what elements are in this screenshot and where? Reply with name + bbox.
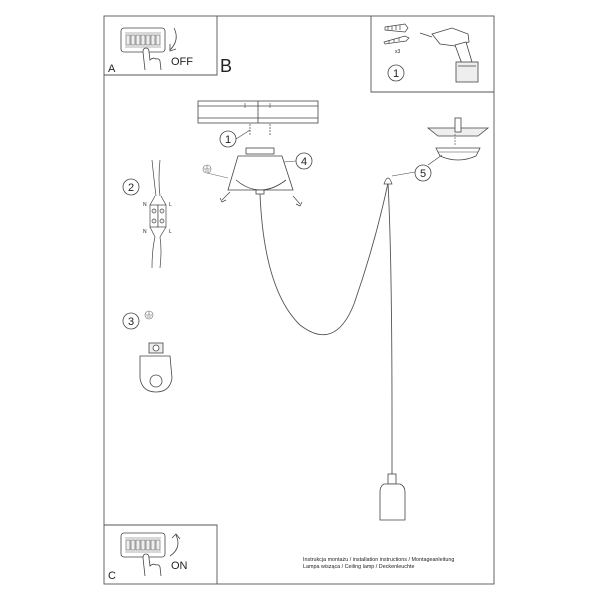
switch-off-arrow-icon <box>169 27 177 51</box>
panel-off-label: A <box>108 63 116 75</box>
step-3-number: 3 <box>128 316 134 328</box>
panel-main-label: B <box>220 56 232 76</box>
lamp-shade <box>379 473 406 521</box>
pendant-cable <box>259 182 389 336</box>
drill-icon <box>419 27 479 83</box>
step-5-callout: 5 <box>391 154 443 182</box>
earth-symbol-icon <box>202 164 229 179</box>
drop-cable <box>387 182 393 474</box>
ceiling-mounting-bracket <box>197 100 319 124</box>
panel-off-border <box>104 16 218 76</box>
step-1-callout: 1 <box>219 129 251 148</box>
terminal-block <box>149 159 167 269</box>
panel-on: C ON <box>104 524 218 584</box>
tools-panel: x3 1 <box>370 16 494 93</box>
canopy <box>227 147 294 195</box>
terminal-n-top: N <box>143 202 147 208</box>
mounting-screws <box>249 124 271 136</box>
tools-panel-border <box>370 16 494 93</box>
terminal-l-bottom: L <box>169 229 172 235</box>
step-1-number: 1 <box>225 134 231 146</box>
sheet-frame <box>103 15 495 585</box>
step-4-callout: 4 <box>283 152 313 170</box>
footer-line-instructions: Instrukcja montażu / installation instru… <box>303 557 455 563</box>
footer-caption: Instrukcja montażu / installation instru… <box>303 557 493 571</box>
screw-icon <box>383 35 410 45</box>
terminal-n-bottom: N <box>143 229 147 235</box>
side-arrows <box>219 191 303 207</box>
switch-on-arrow-icon <box>169 534 179 557</box>
step-4-number: 4 <box>301 156 307 168</box>
hand-icon <box>142 47 162 71</box>
tools-step-badge <box>387 64 405 82</box>
wall-plug-icon <box>384 23 409 33</box>
earth-clamp <box>139 342 173 393</box>
panel-on-border <box>104 524 218 584</box>
step-3-callout: 3 <box>122 312 140 330</box>
panel-off: A OFF <box>104 16 218 76</box>
panel-off-text: OFF <box>171 56 193 68</box>
arrow-head-icon <box>171 533 181 540</box>
tools-step-number: 1 <box>393 68 399 80</box>
hook-detail <box>426 117 490 161</box>
hand-icon <box>142 553 162 577</box>
footer-line-product: Lampa wisząca / Ceiling lamp / Deckenleu… <box>303 564 415 571</box>
screw-quantity: x3 <box>395 49 401 55</box>
fuse-box-icon <box>120 532 166 558</box>
ceiling-hook <box>383 177 393 185</box>
terminal-l-top: L <box>169 202 172 208</box>
step-5-number: 5 <box>420 168 426 180</box>
step-2-callout: 2 <box>122 178 140 196</box>
panel-on-text: ON <box>171 560 188 572</box>
fuse-box-icon <box>120 27 166 53</box>
arrow-head-icon <box>169 44 177 52</box>
panel-on-label: C <box>108 570 116 582</box>
step-2-number: 2 <box>128 182 134 194</box>
earth-terminal-icon <box>144 310 154 320</box>
